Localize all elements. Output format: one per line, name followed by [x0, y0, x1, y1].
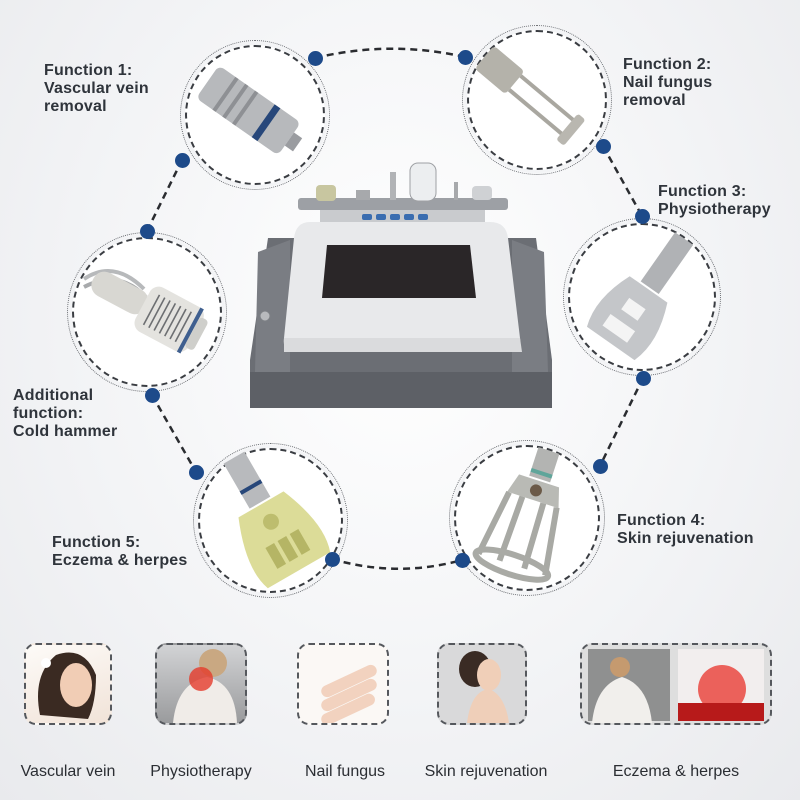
skin-rejuvenation-thumbnail [437, 643, 527, 725]
vascular-handpiece-icon [198, 67, 303, 154]
additional-function-label: Additional function: Cold hammer [13, 387, 118, 440]
connector-dot [595, 138, 611, 154]
connector-dot [174, 152, 190, 168]
connector-dot [635, 370, 651, 386]
function-2-ring [462, 25, 612, 175]
physiotherapy-handpiece-icon [586, 232, 694, 361]
function-4-ring [449, 440, 605, 596]
function-2-label: Function 2: Nail fungus removal [623, 56, 713, 109]
thumbnail-caption: Nail fungus [304, 763, 386, 780]
function-5-label: Function 5: Eczema & herpes [52, 534, 188, 569]
function-1-ring [180, 40, 330, 190]
hand-nails-icon [321, 664, 377, 723]
function-5-ring [193, 443, 348, 598]
connector-dot [139, 223, 155, 239]
physiotherapy-thumbnail [155, 643, 247, 725]
skin-itch-icon [588, 649, 764, 723]
connector-dot [454, 552, 470, 568]
face-portrait-icon [38, 652, 96, 719]
nail-fungus-handpiece-icon [476, 47, 585, 145]
connector-dot [307, 50, 323, 66]
cold-hammer-handpiece-icon [82, 269, 208, 354]
eczema-herpes-thumbnail [580, 643, 772, 725]
connector-dot [188, 464, 204, 480]
vascular-vein-thumbnail [24, 643, 112, 725]
connector-dot [144, 387, 160, 403]
connector-dot [592, 458, 608, 474]
thumbnail-caption: Vascular vein [20, 763, 116, 780]
function-3-label: Function 3: Physiotherapy [658, 183, 771, 218]
thumbnail-caption: Physiotherapy [150, 763, 252, 780]
nail-fungus-thumbnail [297, 643, 389, 725]
eczema-handpiece-icon [223, 451, 331, 589]
connector-dot [324, 551, 340, 567]
connector-dot [457, 49, 473, 65]
thumbnail-caption: Skin rejuvenation [424, 763, 548, 780]
additional-function-ring [67, 232, 227, 392]
neck-pain-icon [173, 649, 237, 723]
woman-profile-icon [459, 651, 509, 723]
thumbnail-caption: Eczema & herpes [612, 763, 740, 780]
skin-rejuvenation-handpiece-icon [472, 447, 560, 583]
function-1-label: Function 1: Vascular vein removal [44, 62, 149, 115]
function-3-ring [563, 218, 721, 376]
function-4-label: Function 4: Skin rejuvenation [617, 512, 754, 547]
connector-dot [634, 208, 650, 224]
